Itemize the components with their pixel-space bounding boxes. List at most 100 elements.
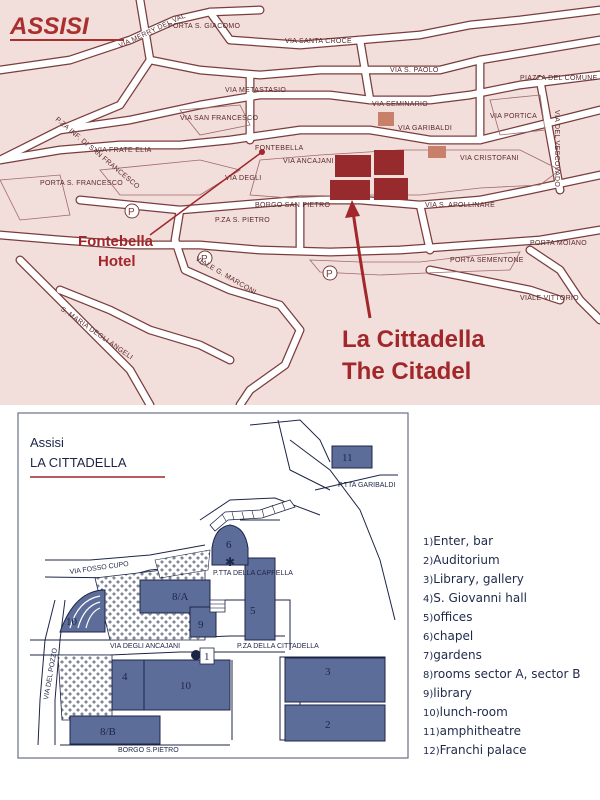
citadel-buildings	[330, 150, 408, 200]
street-label: PORTA SEMENTONE	[450, 257, 524, 264]
legend-number: 6)	[423, 632, 433, 643]
building-label: 5	[250, 605, 256, 617]
building-label: 10	[66, 616, 78, 628]
street-label: VIA CRISTOFANI	[460, 155, 519, 162]
building-label: 6	[226, 539, 232, 551]
legend-item: 12)Franchi palace	[423, 743, 527, 757]
hotel-label-line1: Fontebella	[78, 233, 154, 250]
legend-label: chapel	[433, 629, 473, 643]
legend-label: Franchi palace	[440, 743, 527, 757]
parking-markers: P P P	[124, 203, 338, 281]
legend: 1)Enter, bar 2)Auditorium 3)Library, galle…	[423, 534, 581, 757]
plan-title-main: LA CITTADELLA	[30, 455, 127, 470]
stair-steps	[210, 501, 286, 609]
citadel-arrow-head	[345, 200, 360, 218]
legend-item: 4)S. Giovanni hall	[423, 591, 527, 605]
legend-number: 9)	[423, 689, 433, 700]
legend-item: 6)chapel	[423, 629, 473, 643]
building-label: 10	[180, 680, 192, 692]
hotel-label-line2: Hotel	[98, 253, 136, 270]
hotel-marker	[259, 149, 265, 155]
building-san-giovanni-hall	[111, 659, 145, 711]
hotel-pointer-line	[149, 151, 263, 236]
legend-item: 9)library	[423, 686, 472, 700]
gardens-lower	[57, 654, 113, 721]
citadel-label-line2: The Citadel	[342, 358, 471, 385]
legend-number: 2)	[423, 556, 433, 567]
legend-item: 2)Auditorium	[423, 553, 500, 567]
legend-label: offices	[433, 610, 472, 624]
landmark-block	[428, 146, 446, 158]
building-chapel	[211, 524, 249, 566]
gardens-strip	[154, 549, 211, 579]
citadel-label-line1: La Cittadella	[342, 326, 485, 353]
entrance-marker	[191, 650, 201, 660]
building-label: 4	[122, 671, 128, 683]
legend-number: 4)	[423, 594, 433, 605]
legend-number: 5)	[423, 613, 433, 624]
building-label: 11	[342, 452, 353, 464]
street-label: PIAZZA DEL COMUNE	[520, 75, 598, 82]
street-label: VIA S. PAOLO	[390, 67, 439, 74]
street-label: P.TTA DELLA CAPPELLA	[213, 570, 293, 577]
street-label: BORGO SAN PIETRO	[255, 202, 330, 209]
legend-item: 8)rooms sector A, sector B	[423, 667, 581, 681]
street-label: FONTEBELLA	[255, 145, 304, 152]
legend-item: 11)amphitheatre	[423, 724, 521, 738]
street-label: P.ZA S. PIETRO	[215, 217, 270, 224]
entrance-box	[199, 647, 215, 665]
plan-title-small: Assisi	[30, 435, 64, 450]
street-label: VIA S. APOLLINARE	[425, 202, 495, 209]
road-network	[0, 0, 600, 405]
street-label: VIA FRATE ELIA	[95, 147, 152, 154]
street-label: VIA DEGLI	[225, 175, 262, 182]
street-label: VIA SEMINARIO	[372, 101, 428, 108]
building-label: 9	[198, 619, 204, 631]
street-label: PORTA S. GIACOMO	[168, 23, 240, 30]
landmark-block	[378, 112, 394, 126]
building-label: 8/A	[172, 591, 189, 603]
legend-label: library	[433, 686, 472, 700]
legend-number: 3)	[423, 575, 433, 586]
street-label: VIA DEGLI ANCAJANI	[110, 643, 180, 650]
street-label: VIA PORTICA	[490, 113, 537, 120]
building-rooms-sector-b	[69, 715, 161, 745]
legend-number: 8)	[423, 670, 433, 681]
street-label: PORTA MOIANO	[530, 240, 587, 247]
building-label: 1	[204, 651, 210, 663]
street-label: VIA METASTASIO	[225, 87, 286, 94]
legend-number: 11)	[423, 727, 440, 738]
street-label: VIA SANTA CROCE	[285, 38, 352, 45]
legend-number: 7)	[423, 651, 433, 662]
building-auditorium	[284, 704, 386, 742]
parking-label: P	[326, 269, 333, 280]
building-label: 8/B	[100, 726, 116, 738]
legend-item: 3)Library, gallery	[423, 572, 524, 586]
legend-item: 10)lunch-room	[423, 705, 508, 719]
legend-label: Auditorium	[433, 553, 499, 567]
chapel-star-icon: ✱	[225, 555, 235, 569]
map-title: ASSISI	[9, 13, 90, 40]
legend-item: 1)Enter, bar	[423, 534, 493, 548]
legend-number: 12)	[423, 746, 440, 757]
amphitheatre-steps	[69, 595, 101, 629]
building-offices	[244, 557, 276, 641]
street-label: VIA SAN FRANCESCO	[180, 115, 258, 122]
parking-label: P	[201, 254, 208, 265]
street-label: VIALE VITTORIO	[520, 295, 579, 302]
legend-label: gardens	[433, 648, 482, 662]
legend-item: 5)offices	[423, 610, 472, 624]
street-label: VIA GARIBALDI	[398, 125, 452, 132]
street-label: PORTA S. FRANCESCO	[40, 180, 123, 187]
street-label: P.TTA GARIBALDI	[338, 482, 395, 489]
building-franchi-palace	[331, 445, 373, 469]
building-amphitheatre	[59, 589, 106, 633]
street-label: BORGO S.PIETRO	[118, 747, 179, 754]
legend-number: 1)	[423, 537, 433, 548]
assisi-street-map: P P P PORTA S. GIACOMO VIA SANTA CROCE V…	[0, 0, 600, 405]
legend-label: S. Giovanni hall	[433, 591, 527, 605]
building-library-gallery	[284, 657, 386, 703]
legend-item: 7)gardens	[423, 648, 482, 662]
legend-label: rooms sector A, sector B	[433, 667, 580, 681]
cittadella-site-plan: Assisi LA CITTADELLA 10	[17, 412, 581, 759]
